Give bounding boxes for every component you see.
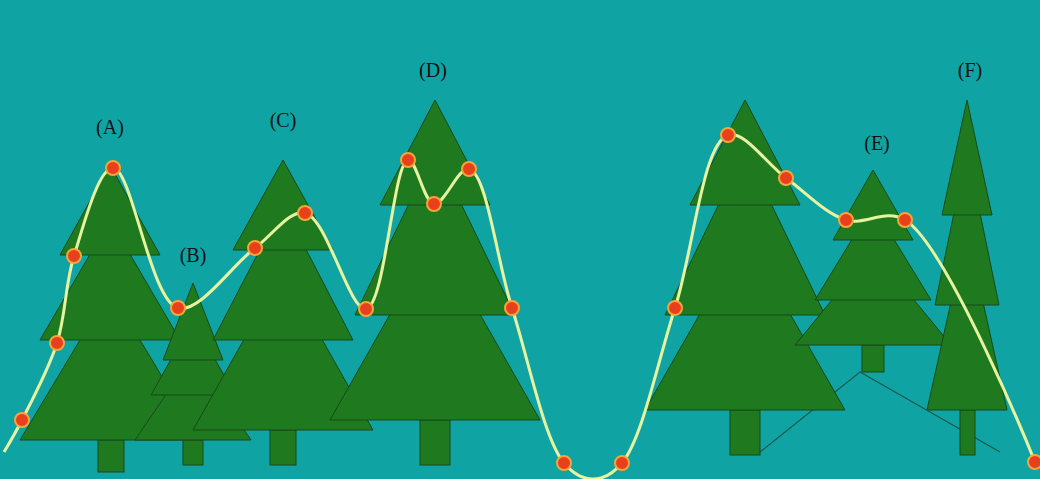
sample-point bbox=[779, 171, 793, 185]
tree-label: (C) bbox=[270, 110, 297, 130]
sample-point bbox=[721, 128, 735, 142]
sample-point bbox=[668, 301, 682, 315]
sample-point bbox=[615, 456, 629, 470]
sample-point bbox=[298, 206, 312, 220]
sample-point bbox=[427, 197, 441, 211]
tree-label: (D) bbox=[419, 60, 447, 80]
tree-tier bbox=[163, 283, 223, 360]
tree-tier bbox=[833, 170, 913, 240]
sample-point bbox=[462, 162, 476, 176]
sample-point bbox=[1028, 455, 1040, 469]
tree bbox=[795, 170, 951, 372]
tree-label: (F) bbox=[958, 60, 982, 80]
sample-point bbox=[248, 241, 262, 255]
sample-point bbox=[50, 336, 64, 350]
sample-point bbox=[505, 301, 519, 315]
tree bbox=[330, 100, 540, 465]
sample-point bbox=[106, 161, 120, 175]
tree-tier bbox=[690, 100, 800, 205]
sample-point bbox=[839, 213, 853, 227]
tree-label: (B) bbox=[180, 245, 207, 265]
sample-point bbox=[557, 456, 571, 470]
tree bbox=[927, 100, 1007, 455]
sample-point bbox=[898, 213, 912, 227]
tree-trunk bbox=[960, 410, 975, 455]
tree-label: (E) bbox=[864, 133, 890, 153]
sample-point bbox=[67, 249, 81, 263]
tree-trunk bbox=[420, 420, 450, 465]
sample-point bbox=[171, 301, 185, 315]
tree-label: (A) bbox=[96, 117, 124, 137]
tree-trunk bbox=[862, 345, 884, 372]
sample-point bbox=[15, 413, 29, 427]
tree-tier bbox=[233, 160, 333, 250]
tree-tier bbox=[942, 100, 992, 215]
tree-trunk bbox=[98, 440, 124, 472]
tree-trunk bbox=[270, 430, 296, 465]
tree bbox=[645, 100, 845, 455]
sample-point bbox=[401, 153, 415, 167]
fitted-curve bbox=[4, 134, 1035, 479]
sample-point bbox=[359, 302, 373, 316]
tree-trunk bbox=[183, 440, 203, 465]
tree-trunk bbox=[730, 410, 760, 455]
